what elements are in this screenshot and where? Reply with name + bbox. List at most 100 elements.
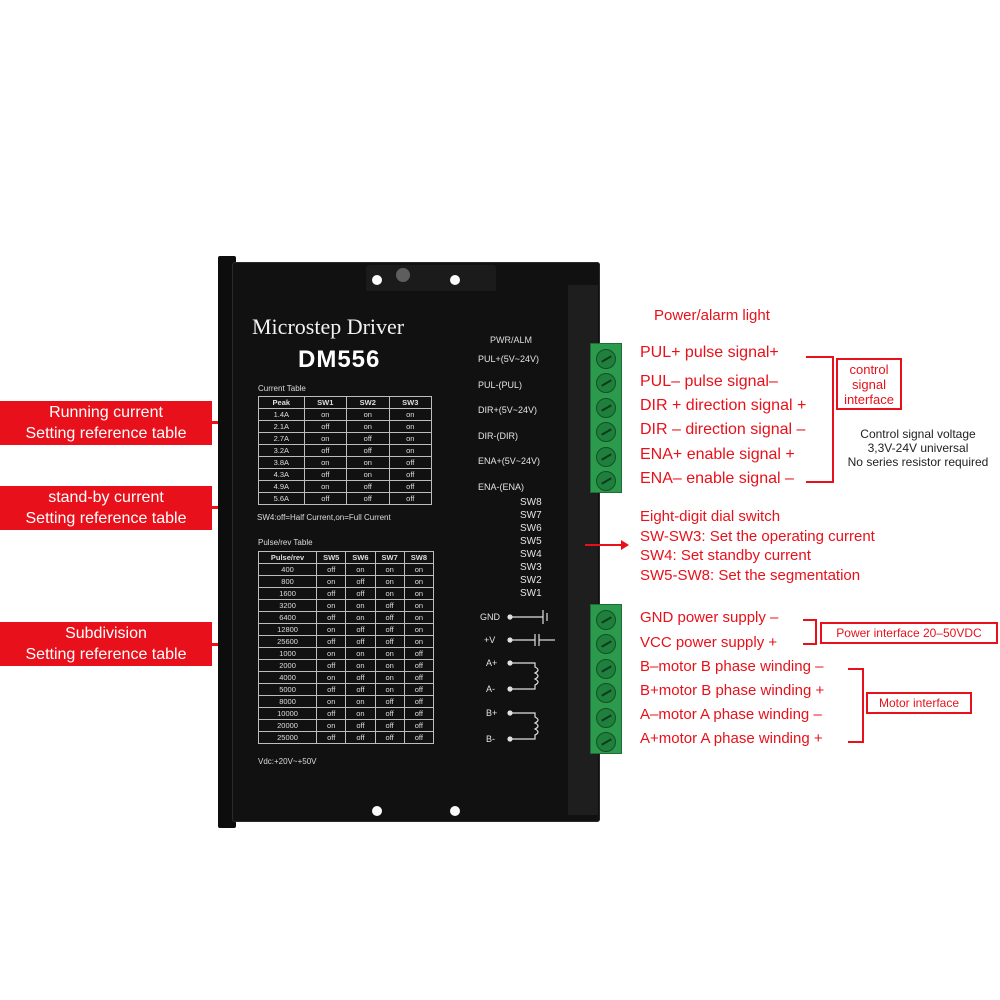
table-cell: on bbox=[346, 468, 390, 481]
callout-line: Setting reference table bbox=[25, 646, 187, 663]
control-box-line: control bbox=[849, 362, 889, 377]
power-terminal-block bbox=[590, 604, 622, 754]
terminal-screw-icon bbox=[596, 398, 616, 418]
table-cell: 1000 bbox=[257, 647, 318, 660]
motor-b-minus-label: B–motor B phase winding – bbox=[640, 658, 824, 675]
table-cell: 6400 bbox=[257, 611, 318, 624]
table-cell: on bbox=[303, 480, 348, 493]
power-interface-box: Power interface 20–50VDC bbox=[820, 622, 998, 644]
table-cell: on bbox=[316, 623, 347, 636]
table-cell: off bbox=[303, 420, 348, 433]
pin-a-plus: A+ bbox=[486, 658, 498, 668]
table-cell: off bbox=[388, 492, 433, 505]
control-signal-pul-minus: PUL– pulse signal– bbox=[640, 373, 778, 390]
control-signal-pul-plus: PUL+ pulse signal+ bbox=[640, 344, 779, 361]
table-cell: on bbox=[346, 456, 390, 469]
table-cell: off bbox=[345, 731, 376, 744]
standby-current-callout: stand-by current Setting reference table bbox=[0, 486, 212, 530]
vdc-note: Vdc:+20V~+50V bbox=[258, 757, 317, 766]
table-cell: 4000 bbox=[257, 671, 318, 684]
table-cell: on bbox=[345, 563, 376, 576]
terminal-screw-icon bbox=[596, 708, 616, 728]
pin-pul-minus: PUL-(PUL) bbox=[478, 380, 523, 390]
table-cell: off bbox=[316, 563, 347, 576]
table-cell: off bbox=[374, 695, 405, 708]
table-cell: off bbox=[316, 683, 347, 696]
pin-dir-minus: DIR-(DIR) bbox=[478, 431, 518, 441]
table-header-cell: SW5 bbox=[316, 551, 347, 564]
dip-sw8: SW8 bbox=[520, 497, 542, 508]
table-cell: 10000 bbox=[257, 707, 318, 720]
control-signal-ena-plus: ENA+ enable signal + bbox=[640, 446, 795, 463]
table-cell: 400 bbox=[257, 563, 318, 576]
table-cell: on bbox=[345, 599, 376, 612]
table-cell: off bbox=[345, 635, 376, 648]
terminal-screw-icon bbox=[596, 349, 616, 369]
motor-bracket bbox=[862, 668, 864, 742]
table-cell: off bbox=[388, 456, 433, 469]
pulse-table-title: Pulse/rev Table bbox=[258, 538, 313, 547]
motor-b-plus-label: B+motor B phase winding + bbox=[640, 682, 825, 699]
table-cell: on bbox=[374, 575, 405, 588]
arrow-right-icon bbox=[585, 540, 629, 550]
terminal-screw-icon bbox=[596, 683, 616, 703]
mount-hole-icon bbox=[372, 806, 382, 816]
table-cell: off bbox=[388, 468, 433, 481]
table-cell: off bbox=[316, 659, 347, 672]
table-cell: on bbox=[403, 611, 435, 624]
table-cell: 1600 bbox=[257, 587, 318, 600]
table-cell: on bbox=[374, 683, 405, 696]
table-cell: on bbox=[403, 623, 435, 636]
power-bracket bbox=[803, 619, 817, 621]
table-cell: off bbox=[403, 683, 435, 696]
note-line: Control signal voltage bbox=[860, 427, 976, 441]
device-top-cap bbox=[366, 265, 496, 291]
table-cell: off bbox=[303, 444, 348, 457]
control-signal-dir-plus: DIR + direction signal + bbox=[640, 397, 807, 414]
table-cell: off bbox=[346, 492, 390, 505]
table-header-cell: Peak bbox=[258, 396, 305, 409]
wiring-symbols-icon bbox=[507, 610, 555, 742]
terminal-screw-icon bbox=[596, 634, 616, 654]
terminal-screw-icon bbox=[596, 447, 616, 467]
table-cell: 3.8A bbox=[258, 456, 305, 469]
device-heatsink bbox=[218, 256, 236, 828]
table-cell: 4.9A bbox=[258, 480, 305, 493]
table-cell: on bbox=[345, 707, 376, 720]
table-cell: 4.3A bbox=[258, 468, 305, 481]
table-cell: on bbox=[388, 432, 433, 445]
table-cell: on bbox=[345, 659, 376, 672]
table-cell: on bbox=[374, 671, 405, 684]
table-cell: off bbox=[374, 611, 405, 624]
table-cell: off bbox=[374, 731, 405, 744]
pin-gnd: GND bbox=[480, 612, 500, 622]
subdivision-callout: Subdivision Setting reference table bbox=[0, 622, 212, 666]
table-cell: off bbox=[316, 587, 347, 600]
callout-line: stand-by current bbox=[48, 489, 164, 506]
pwr-alm-label: PWR/ALM bbox=[490, 335, 533, 345]
pin-a-minus: A- bbox=[486, 684, 495, 694]
dip-sw7: SW7 bbox=[520, 510, 542, 521]
terminal-screw-icon bbox=[596, 659, 616, 679]
table-cell: off bbox=[316, 731, 347, 744]
table-cell: on bbox=[345, 695, 376, 708]
motor-bracket bbox=[848, 741, 864, 743]
table-cell: on bbox=[403, 599, 435, 612]
device-model: DM556 bbox=[298, 346, 381, 373]
table-cell: off bbox=[403, 659, 435, 672]
table-cell: off bbox=[374, 623, 405, 636]
dip-sw6: SW6 bbox=[520, 523, 542, 534]
table-cell: 2.7A bbox=[258, 432, 305, 445]
terminal-screw-icon bbox=[596, 732, 616, 752]
table-cell: off bbox=[403, 695, 435, 708]
note-line: No series resistor required bbox=[847, 455, 989, 469]
table-cell: off bbox=[403, 719, 435, 732]
